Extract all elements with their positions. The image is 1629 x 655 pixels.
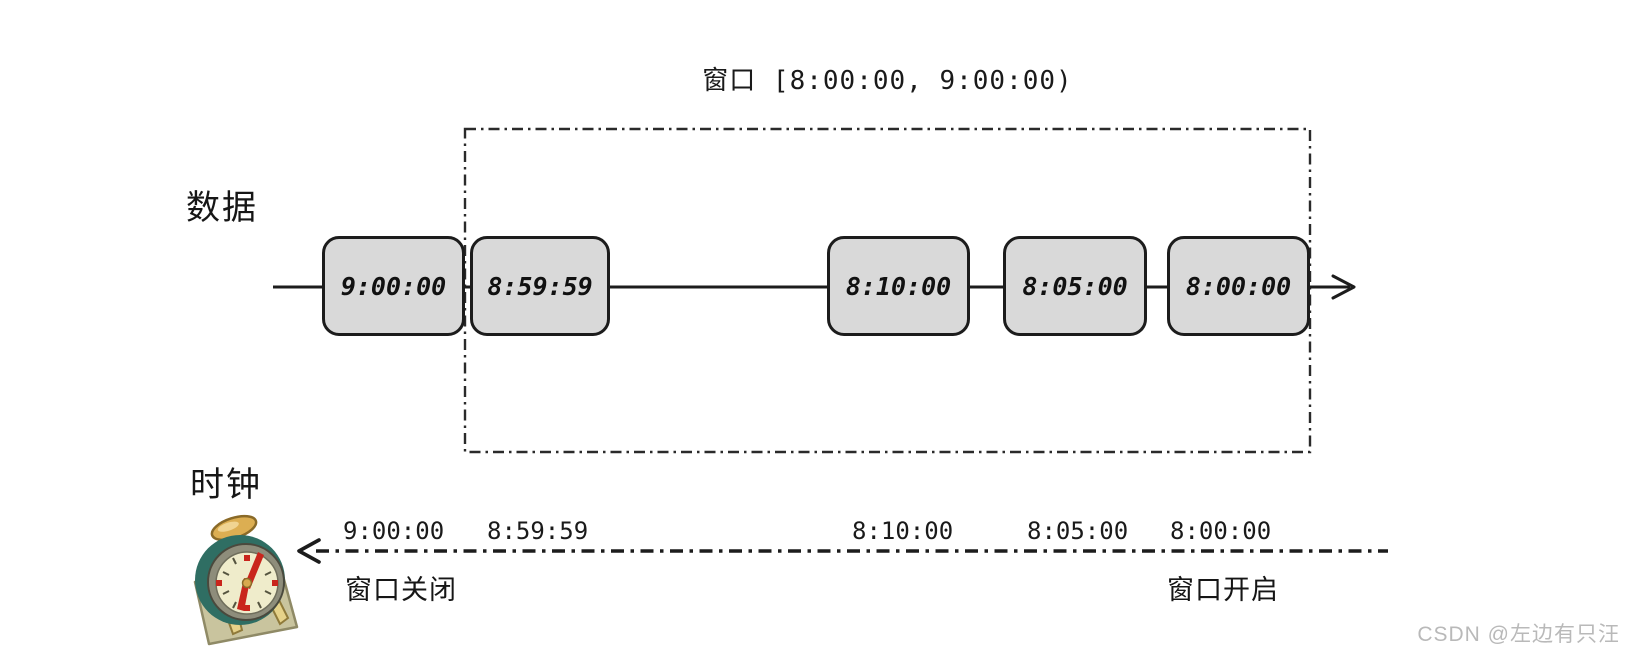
event-time: 8:05:00 [1022, 271, 1128, 301]
alarm-clock-icon [193, 514, 299, 646]
event-time: 8:10:00 [845, 271, 952, 301]
data-row-label: 数据 [186, 189, 258, 227]
clock-tick-8-10-00: 8:10:00 [852, 517, 954, 545]
clock-tick-8-59-59: 8:59:59 [487, 517, 589, 545]
window-open-label: 窗口开启 [1167, 575, 1279, 605]
event-box-8-00-00: 8:00:00 [1167, 236, 1310, 336]
event-box-9-00-00: 9:00:00 [322, 236, 465, 336]
window-rectangle [463, 127, 1312, 454]
window-title: 窗口 [8:00:00, 9:00:00) [702, 66, 1073, 96]
event-box-8-59-59: 8:59:59 [470, 236, 610, 336]
watermark-text: CSDN @左边有只汪 [1417, 623, 1620, 646]
clock-timeline-arrow [297, 538, 1388, 564]
clock-tick-8-00-00: 8:00:00 [1170, 517, 1272, 545]
window-close-label: 窗口关闭 [345, 575, 457, 605]
clock-row-label: 时钟 [190, 466, 262, 504]
event-time: 9:00:00 [340, 271, 447, 301]
event-time: 8:00:00 [1185, 271, 1292, 301]
clock-tick-8-05-00: 8:05:00 [1027, 517, 1129, 545]
clock-tick-9-00-00: 9:00:00 [343, 517, 445, 545]
event-box-8-10-00: 8:10:00 [827, 236, 970, 336]
event-box-8-05-00: 8:05:00 [1003, 236, 1147, 336]
event-time: 8:59:59 [487, 271, 593, 301]
